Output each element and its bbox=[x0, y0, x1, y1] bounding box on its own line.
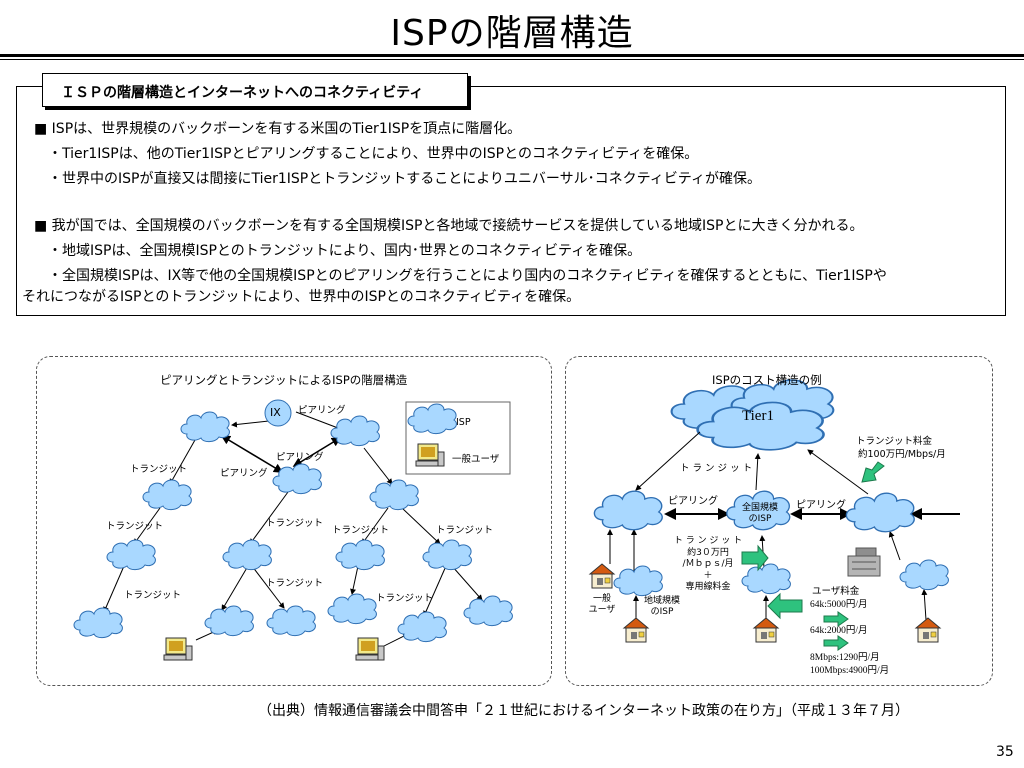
user-fee-2: 64k:2000円/月 bbox=[810, 626, 868, 636]
transit-label-1: トランジット bbox=[130, 464, 188, 475]
user-fee-1: 64k:5000円/月 bbox=[810, 600, 868, 610]
tier1-label: Tier1 bbox=[742, 408, 774, 424]
summary-box bbox=[16, 86, 1006, 316]
page-title: ISPの階層構造 bbox=[390, 13, 634, 54]
peering-label-right-2: ピアリング bbox=[796, 500, 846, 511]
page-number: 35 bbox=[996, 744, 1014, 760]
peering-label-2: ピアリング bbox=[276, 452, 324, 463]
general-user-label: 一般ユーザ bbox=[588, 594, 616, 615]
transit-label-5: トランジット bbox=[266, 578, 324, 589]
summary-line-3: ・世界中のISPが直接又は間接にTier1ISPとトランジットすることによりユニ… bbox=[48, 171, 761, 187]
left-diagram-title: ピアリングとトランジットによるISPの階層構造 bbox=[160, 373, 408, 387]
regional-isp-label: 地域規模のISP bbox=[643, 596, 680, 617]
national-isp-label: 全国規模のISP bbox=[741, 503, 778, 524]
transit-label-6: トランジット bbox=[332, 525, 390, 536]
left-diagram-links bbox=[103, 411, 483, 649]
ix-node bbox=[264, 399, 292, 427]
summary-line-7: それにつながるISPとのトランジットにより、世界中のISPとのコネクティビティを… bbox=[22, 289, 581, 305]
transit-label-8: トランジット bbox=[376, 593, 434, 604]
transit-label-4: トランジット bbox=[266, 518, 324, 529]
transit-label-3: トランジット bbox=[124, 590, 182, 601]
source-citation: （出典）情報通信審議会中間答申「２１世紀におけるインターネット政策の在り方」（平… bbox=[258, 703, 909, 719]
title-divider-thin bbox=[0, 59, 1024, 60]
transit-label-7: トランジット bbox=[436, 525, 494, 536]
right-diagram-title: ISPのコスト構造の例 bbox=[712, 373, 822, 387]
transit-fee-label: トランジット料金 bbox=[856, 436, 933, 447]
legend-user-label: 一般ユーザ bbox=[452, 454, 500, 465]
peering-label-1: ピアリング bbox=[298, 405, 346, 416]
summary-line-4: ■ 我が国では、全国規模のバックボーンを有する全国規模ISPと各地域で接続サービ… bbox=[34, 218, 864, 234]
user-fee-4: 100Mbps:4900円/月 bbox=[810, 666, 890, 676]
left-diagram-users bbox=[163, 637, 385, 661]
ix-label: IX bbox=[270, 406, 281, 419]
peering-label-3: ピアリング bbox=[220, 468, 268, 479]
legend-isp-label: ISP bbox=[456, 417, 471, 428]
office-building-icon bbox=[847, 547, 881, 577]
summary-line-5: ・地域ISPは、全国規模ISPとのトランジットにより、国内･世界とのコネクティビ… bbox=[48, 243, 642, 259]
user-fee-label: ユーザ料金 bbox=[812, 586, 860, 597]
title-divider bbox=[0, 54, 1024, 57]
transit-fee-value: 約100万円/Mbps/月 bbox=[858, 449, 946, 460]
summary-line-6: ・全国規模ISPは、IX等で他の全国規模ISPとのピアリングを行うことにより国内… bbox=[48, 268, 887, 284]
user-fee-3: 8Mbps:1290円/月 bbox=[810, 653, 880, 663]
summary-line-1: ■ ISPは、世界規模のバックボーンを有する米国のTier1ISPを頂点に階層化… bbox=[34, 121, 522, 137]
peering-label-right-1: ピアリング bbox=[668, 496, 718, 507]
transit-label-right: ト ラ ン ジ ッ ト bbox=[680, 463, 753, 474]
left-diagram-panel bbox=[36, 356, 552, 686]
transit-label-2: トランジット bbox=[106, 521, 164, 532]
right-diagram-panel bbox=[565, 356, 993, 686]
transit-cost-label: ト ラ ン ジ ッ ト約3０万円 /Ｍｂｐｓ/月＋ 専用線料金 bbox=[673, 536, 743, 592]
summary-line-2: ・Tier1ISPは、他のTier1ISPとピアリングすることにより、世界中のI… bbox=[48, 146, 699, 162]
green-arrows bbox=[741, 461, 885, 651]
summary-box-header: ＩＳＰの階層構造とインターネットへのコネクティビティ bbox=[42, 73, 468, 107]
